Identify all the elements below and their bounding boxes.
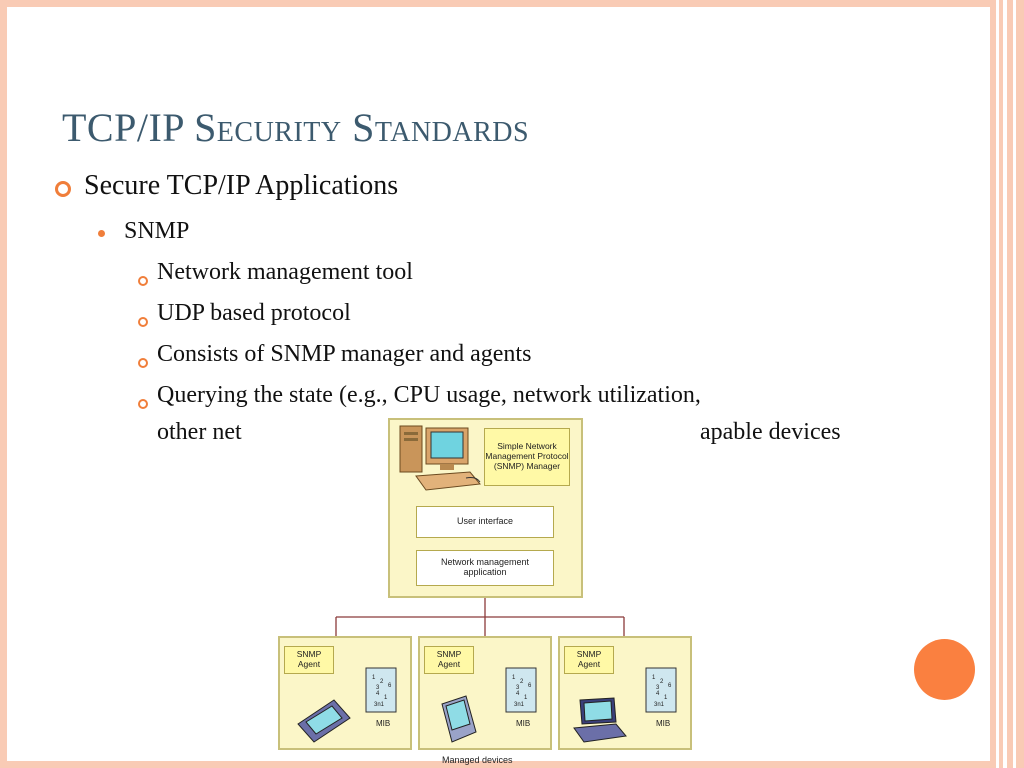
bullet-ring-small-icon — [138, 276, 148, 286]
right-stripe-3 — [1007, 0, 1013, 768]
svg-text:3n1: 3n1 — [514, 702, 525, 708]
svg-text:1: 1 — [384, 695, 388, 701]
slide-border-bottom — [0, 761, 990, 768]
svg-text:4: 4 — [656, 691, 660, 697]
svg-text:4: 4 — [516, 691, 520, 697]
svg-text:1: 1 — [512, 675, 516, 681]
manager-label: Simple Network Management Protocol (SNMP… — [484, 428, 570, 486]
laptop-device-icon — [573, 697, 627, 743]
bullet-ring-small-icon — [138, 399, 148, 409]
mib-label: MIB — [516, 719, 531, 728]
pda-device-icon — [441, 695, 477, 743]
bullet-level3-continuation: other net — [157, 419, 242, 445]
bullet-ring-icon — [55, 181, 71, 197]
slide-border-top — [0, 0, 990, 7]
svg-text:3: 3 — [516, 685, 520, 691]
computer-icon — [399, 425, 481, 491]
bullet-ring-small-icon — [138, 358, 148, 368]
bullet-dot-icon — [98, 230, 105, 237]
title-smallcaps-text: Security Standards — [194, 105, 530, 150]
svg-text:3n1: 3n1 — [654, 702, 665, 708]
bullet-level2: SNMP — [124, 218, 190, 244]
right-stripe-4 — [1016, 0, 1024, 768]
svg-text:3: 3 — [376, 685, 380, 691]
bullet-level3-item: UDP based protocol — [157, 300, 351, 326]
bullet-level3-item: Consists of SNMP manager and agents — [157, 341, 532, 367]
agent-label: SNMP Agent — [564, 646, 614, 674]
svg-text:3: 3 — [656, 685, 660, 691]
bullet-level3-continuation-right: apable devices — [700, 419, 841, 445]
svg-text:2: 2 — [380, 679, 384, 685]
svg-text:1: 1 — [524, 695, 528, 701]
right-stripe-2 — [999, 0, 1003, 768]
slide-border-left — [0, 0, 7, 768]
bullet-level1: Secure TCP/IP Applications — [84, 170, 399, 201]
svg-text:2: 2 — [660, 679, 664, 685]
svg-text:4: 4 — [376, 691, 380, 697]
right-stripe-1 — [990, 0, 996, 768]
bullet-level3-item: Querying the state (e.g., CPU usage, net… — [157, 382, 701, 408]
svg-text:1: 1 — [372, 675, 376, 681]
tablet-device-icon — [297, 699, 351, 743]
agent-label: SNMP Agent — [424, 646, 474, 674]
svg-text:6: 6 — [388, 683, 392, 689]
svg-text:3n1: 3n1 — [374, 702, 385, 708]
bullet-level3-item: Network management tool — [157, 259, 413, 285]
agent-label: SNMP Agent — [284, 646, 334, 674]
svg-text:6: 6 — [528, 683, 532, 689]
decorative-orange-circle — [914, 639, 975, 700]
svg-text:1: 1 — [652, 675, 656, 681]
user-interface-box: User interface — [416, 506, 554, 538]
title-main-text: TCP/IP — [62, 105, 195, 150]
network-app-box: Network management application — [416, 550, 554, 586]
mib-label: MIB — [656, 719, 671, 728]
diagram-caption: Managed devices — [442, 755, 513, 765]
svg-text:6: 6 — [668, 683, 672, 689]
svg-text:2: 2 — [520, 679, 524, 685]
bullet-ring-small-icon — [138, 317, 148, 327]
snmp-diagram: Simple Network Management Protocol (SNMP… — [270, 416, 700, 768]
svg-text:1: 1 — [664, 695, 668, 701]
slide-title: TCP/IP Security Standards — [62, 104, 529, 151]
mib-label: MIB — [376, 719, 391, 728]
